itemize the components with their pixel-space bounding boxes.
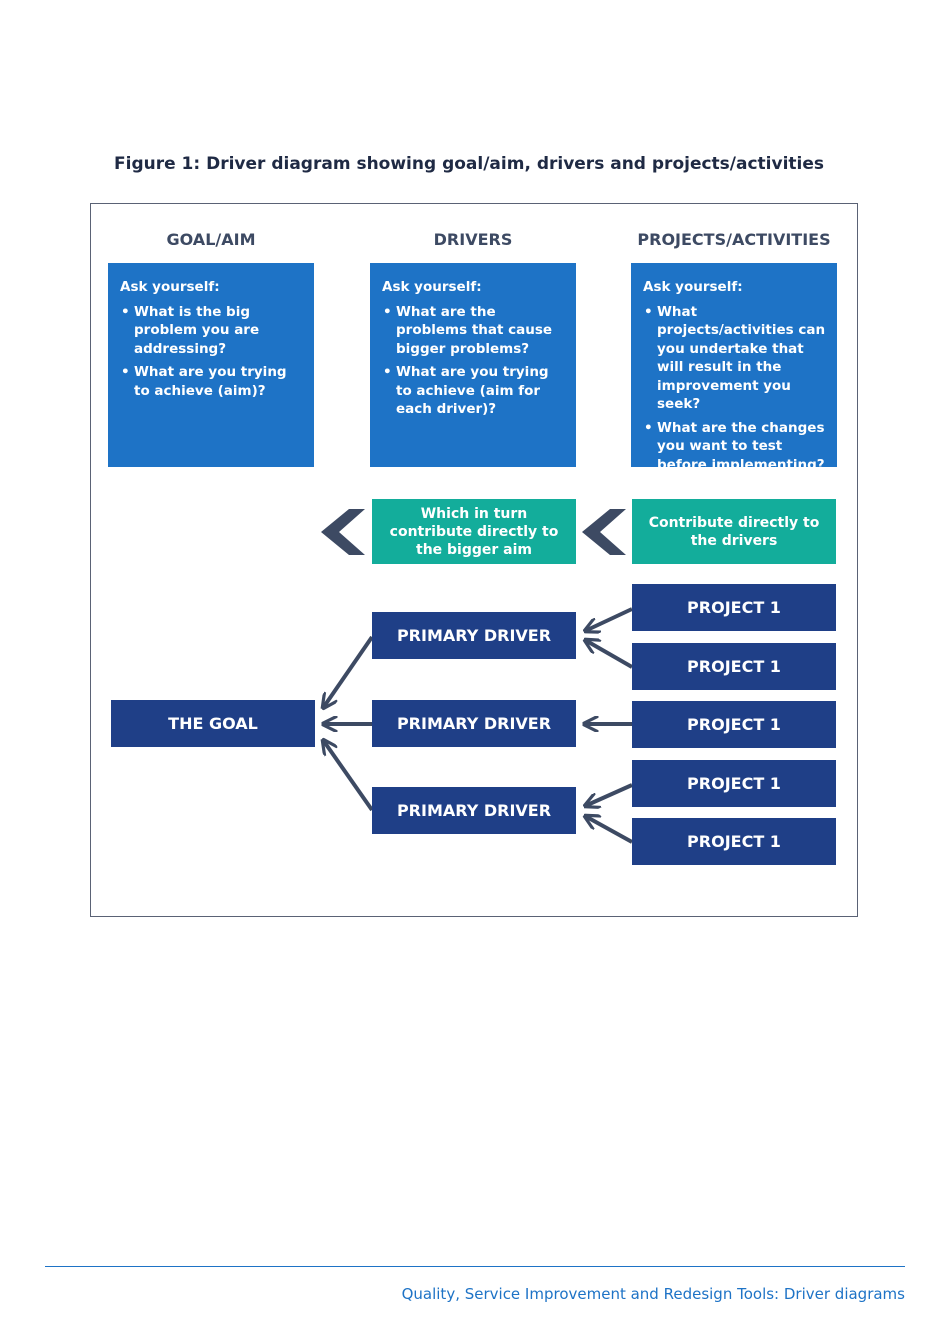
project-box: PROJECT 1 — [632, 760, 836, 807]
ask-yourself-label: Ask yourself: — [120, 279, 220, 295]
arrow-project-2-to-driver-1 — [585, 640, 633, 669]
question-item: What are you trying to achieve (aim for … — [382, 363, 566, 419]
projects-contribution-note: Contribute directly to the drivers — [632, 499, 836, 564]
ask-yourself-label: Ask yourself: — [643, 279, 743, 295]
arrow-driver-1-to-goal — [323, 635, 374, 708]
footer-title: Quality, Service Improvement and Redesig… — [401, 1285, 905, 1303]
goal-box: THE GOAL — [111, 700, 315, 747]
question-list: What are the problems that cause bigger … — [382, 303, 566, 419]
projects-heading: PROJECTS/ACTIVITIES — [637, 230, 831, 249]
projects-questions-box: Ask yourself: What projects/activities c… — [631, 263, 837, 473]
arrow-project-4-to-driver-3 — [585, 783, 633, 806]
drivers-questions-box: Ask yourself: What are the problems that… — [370, 263, 576, 467]
footer-divider — [45, 1266, 905, 1267]
primary-driver-box: PRIMARY DRIVER — [372, 612, 576, 659]
question-item: What are the changes you want to test be… — [643, 419, 827, 475]
ask-yourself-label: Ask yourself: — [382, 279, 482, 295]
primary-driver-box: PRIMARY DRIVER — [372, 700, 576, 747]
primary-driver-box: PRIMARY DRIVER — [372, 787, 576, 834]
arrow-project-1-to-driver-1 — [585, 607, 633, 631]
drivers-contribution-note: Which in turn contribute directly to the… — [372, 499, 576, 564]
arrow-driver-3-to-goal — [323, 740, 374, 812]
project-box: PROJECT 1 — [632, 818, 836, 865]
question-list: What is the big problem you are addressi… — [120, 303, 304, 401]
goal-aim-questions-box: Ask yourself: What is the big problem yo… — [108, 263, 314, 467]
question-item: What are the problems that cause bigger … — [382, 303, 566, 359]
arrow-project-5-to-driver-3 — [585, 816, 633, 844]
diagram-frame — [90, 203, 858, 917]
chevron-left-icon — [321, 509, 365, 555]
goal-aim-heading: GOAL/AIM — [166, 230, 256, 249]
question-list: What projects/activities can you underta… — [643, 303, 827, 475]
drivers-heading: DRIVERS — [433, 230, 513, 249]
question-item: What is the big problem you are addressi… — [120, 303, 304, 359]
project-box: PROJECT 1 — [632, 643, 836, 690]
figure-title: Figure 1: Driver diagram showing goal/ai… — [114, 154, 825, 174]
chevron-left-icon — [582, 509, 626, 555]
project-box: PROJECT 1 — [632, 584, 836, 631]
question-item: What projects/activities can you underta… — [643, 303, 827, 414]
project-box: PROJECT 1 — [632, 701, 836, 748]
question-item: What are you trying to achieve (aim)? — [120, 363, 304, 400]
